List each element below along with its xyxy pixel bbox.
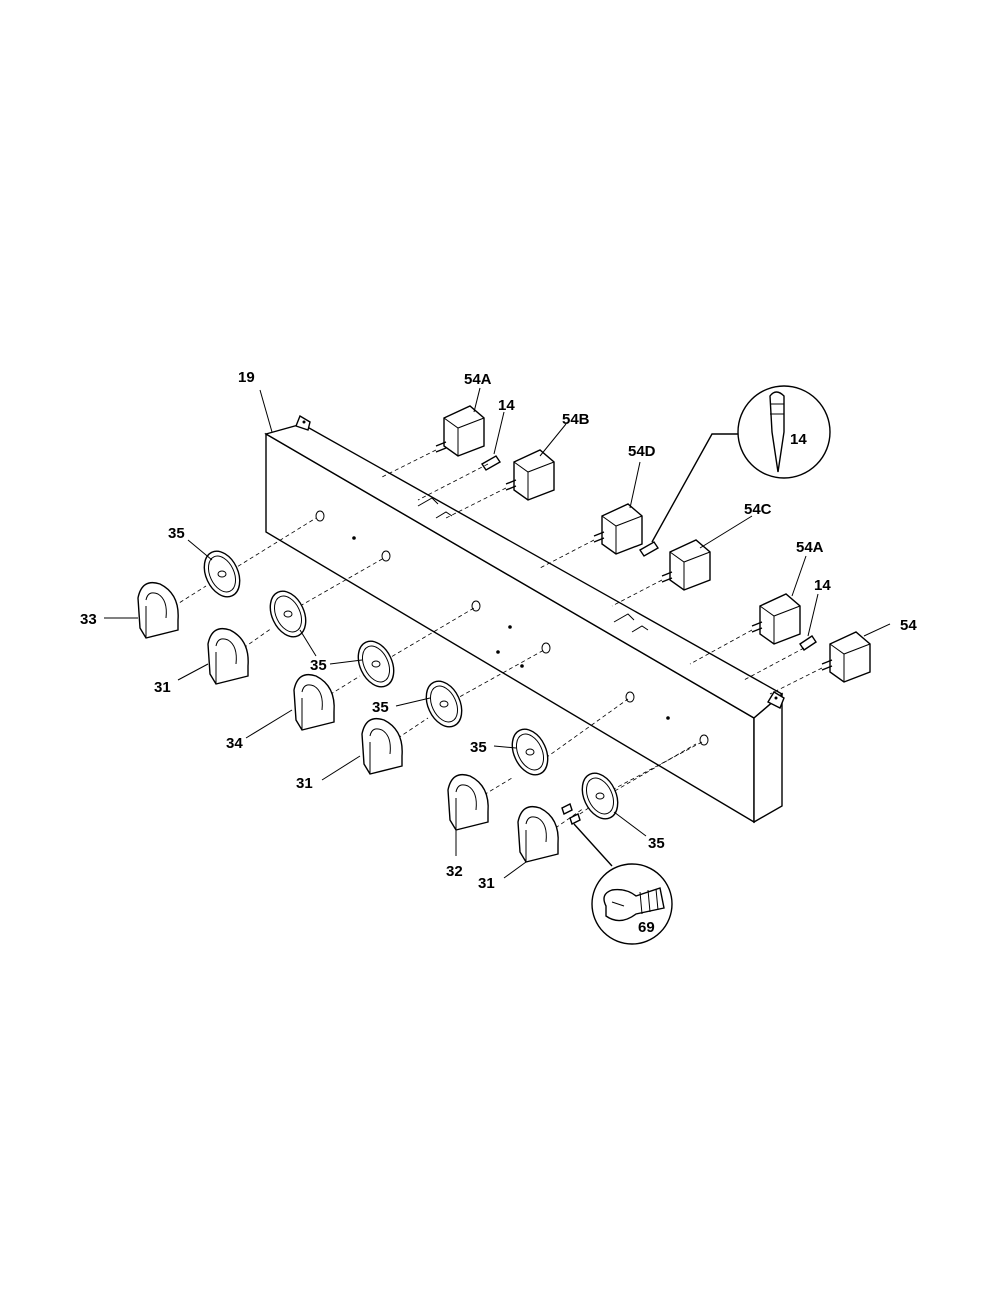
label-35-3: 35 — [372, 699, 389, 716]
switch-54d — [593, 503, 643, 555]
label-54a-right: 54A — [796, 539, 824, 556]
label-35-5: 35 — [648, 835, 665, 852]
label-31-c: 31 — [478, 875, 495, 892]
label-54: 54 — [900, 617, 917, 634]
bezel-4 — [425, 680, 463, 728]
screw-detail-circle — [573, 823, 673, 945]
label-14-top: 14 — [498, 397, 515, 414]
knob-31-c — [517, 805, 559, 863]
label-54b: 54B — [562, 411, 590, 428]
switch-54 — [821, 631, 871, 683]
label-54d: 54D — [628, 443, 656, 460]
label-54c: 54C — [744, 501, 772, 518]
bezel-1 — [203, 550, 241, 598]
switch-54b — [505, 449, 555, 501]
knob-34 — [293, 673, 335, 731]
bezel-2 — [269, 590, 307, 638]
knob-31-b — [361, 717, 403, 775]
bezel-5 — [511, 728, 549, 776]
control-panel — [264, 414, 785, 824]
switch-54c — [661, 539, 711, 591]
leader-lines — [104, 387, 891, 879]
label-31-b: 31 — [296, 775, 313, 792]
label-69: 69 — [638, 919, 655, 936]
pin-detail-circle — [651, 385, 831, 543]
label-54a-top: 54A — [464, 371, 492, 388]
bezel-3 — [357, 640, 395, 688]
label-35-4: 35 — [470, 739, 487, 756]
knob-33 — [137, 581, 179, 639]
label-14-right: 14 — [814, 577, 831, 594]
label-35-1: 35 — [168, 525, 185, 542]
bezel-6 — [581, 772, 619, 820]
label-32: 32 — [446, 863, 463, 880]
screw-small — [561, 803, 581, 825]
label-31-a: 31 — [154, 679, 171, 696]
switch-54a-right — [751, 593, 801, 645]
label-19: 19 — [238, 369, 255, 386]
label-35-2: 35 — [310, 657, 327, 674]
pin-mid — [639, 541, 659, 557]
pin-right — [799, 635, 817, 651]
label-14-detail: 14 — [790, 431, 807, 448]
label-33: 33 — [80, 611, 97, 628]
callout-labels: 19 54A 14 54B 54D 14 54C 54A 14 54 35 35… — [80, 369, 917, 936]
knob-31-a — [207, 627, 249, 685]
pin-top — [481, 455, 501, 471]
switch-54a-top — [435, 405, 485, 457]
knob-32 — [447, 773, 489, 831]
label-34: 34 — [226, 735, 243, 752]
